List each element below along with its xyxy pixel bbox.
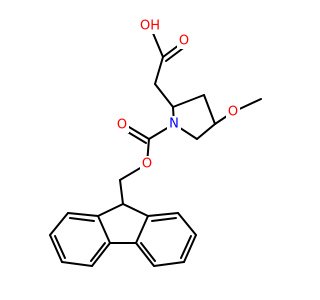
bond-rb-3 [183, 234, 197, 263]
bond-lb-d1 [69, 217, 95, 222]
bond-rb-1 [147, 212, 179, 217]
atom-o-carbamate: O [117, 118, 127, 133]
bond-rb-d3 [140, 242, 156, 262]
bond-lb-d2 [54, 235, 66, 259]
bond-lb-3 [49, 234, 63, 263]
bond-ch2-ring [154, 83, 174, 108]
bond-lb-5 [91, 242, 111, 267]
bond-lb-1 [67, 212, 99, 217]
bond-c2-c3 [172, 94, 205, 108]
bond-c9-left [97, 203, 124, 217]
atom-labels: OH O N O O O [115, 18, 240, 172]
bond-rb-d2 [180, 235, 192, 259]
bond-rb-5 [135, 242, 155, 267]
molecule-structure: OH O N O O O [0, 0, 300, 300]
canvas-background [0, 0, 300, 300]
atom-o-carbonyl: O [179, 34, 189, 49]
bond-c4-c5 [196, 123, 216, 140]
bond-ch2-cooh [154, 56, 164, 85]
atom-oh: OH [140, 19, 160, 34]
bond-bridge-right [135, 215, 149, 244]
bond-lb-d3 [90, 242, 106, 262]
atom-o-ester: O [142, 157, 152, 172]
carboxylic-acid-group [149, 25, 187, 108]
bond-rb-4 [153, 261, 185, 267]
bond-lb-4 [61, 261, 93, 267]
bond-lb-2 [49, 212, 69, 236]
bond-c9-right [122, 203, 149, 217]
bond-rb-2 [177, 212, 197, 236]
bond-c3-c4 [203, 94, 216, 125]
bond-bridge-left [97, 215, 111, 244]
atom-o-methoxy: O [228, 105, 238, 120]
fluorenyl-group [49, 203, 197, 267]
bond-rb-d1 [151, 217, 177, 222]
bond-ch2-c9 [119, 179, 124, 205]
atom-n: N [169, 117, 179, 132]
